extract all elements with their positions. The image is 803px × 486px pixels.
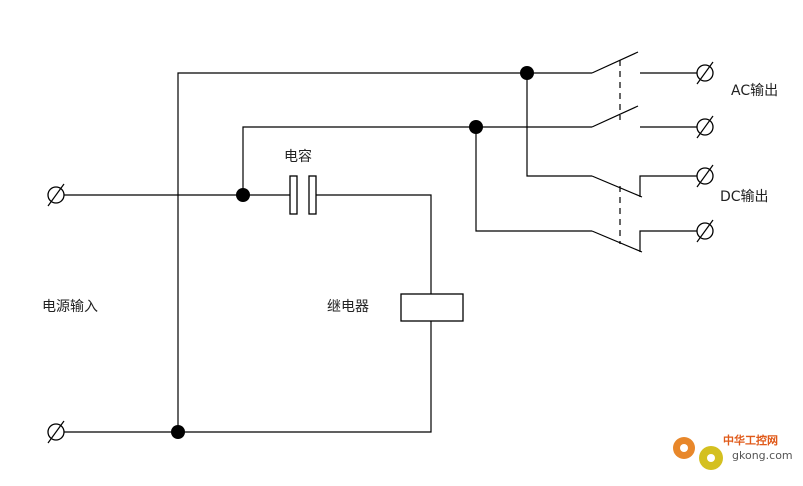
terminals bbox=[47, 61, 714, 444]
terminal-dc-output-2 bbox=[696, 219, 714, 243]
gkong-watermark: 中华工控网 gkong.com bbox=[673, 433, 793, 470]
capacitor bbox=[289, 175, 317, 215]
capacitor-plate-left bbox=[289, 175, 298, 215]
terminal-input-bottom bbox=[47, 420, 65, 444]
ac-switch-blade-1 bbox=[591, 51, 639, 74]
capacitor-label: 电容 bbox=[284, 148, 312, 165]
relay-contacts bbox=[591, 51, 697, 253]
terminal-ac-output-2 bbox=[696, 115, 714, 139]
wire-left-bus bbox=[177, 72, 527, 432]
ac-switch-blade-2 bbox=[591, 105, 639, 128]
dc-switch-blade-1 bbox=[591, 175, 643, 198]
capacitor-plate-right bbox=[308, 175, 317, 215]
junction-nodes bbox=[171, 66, 534, 439]
terminal-ac-output-1 bbox=[696, 61, 714, 85]
wire-dc-top-branch bbox=[526, 73, 592, 177]
wire-relay-to-bottom bbox=[178, 321, 432, 433]
wire-dc-bottom-branch bbox=[475, 127, 592, 232]
junction-node-bottom bbox=[171, 425, 185, 439]
dc-output-label: DC输出 bbox=[720, 189, 769, 205]
relay-label: 继电器 bbox=[327, 299, 369, 315]
junction-node-capacitor bbox=[236, 188, 250, 202]
dc-output-line-1 bbox=[639, 175, 697, 197]
junction-node-second bbox=[469, 120, 483, 134]
wires bbox=[64, 72, 592, 433]
wire-capacitor-to-relay bbox=[313, 194, 432, 294]
terminal-dc-output-1 bbox=[696, 164, 714, 188]
dc-switch-blade-2 bbox=[591, 230, 643, 253]
wire-ac-second bbox=[242, 126, 592, 195]
gear-icon bbox=[673, 437, 723, 470]
terminal-input-top bbox=[47, 183, 65, 207]
relay-coil bbox=[400, 293, 464, 322]
dc-output-line-2 bbox=[639, 230, 697, 252]
junction-node-top bbox=[520, 66, 534, 80]
watermark-cn: 中华工控网 bbox=[723, 433, 778, 447]
watermark-domain: gkong.com bbox=[732, 449, 793, 462]
power-input-label: 电源输入 bbox=[42, 299, 98, 315]
ac-output-label: AC输出 bbox=[731, 83, 778, 99]
